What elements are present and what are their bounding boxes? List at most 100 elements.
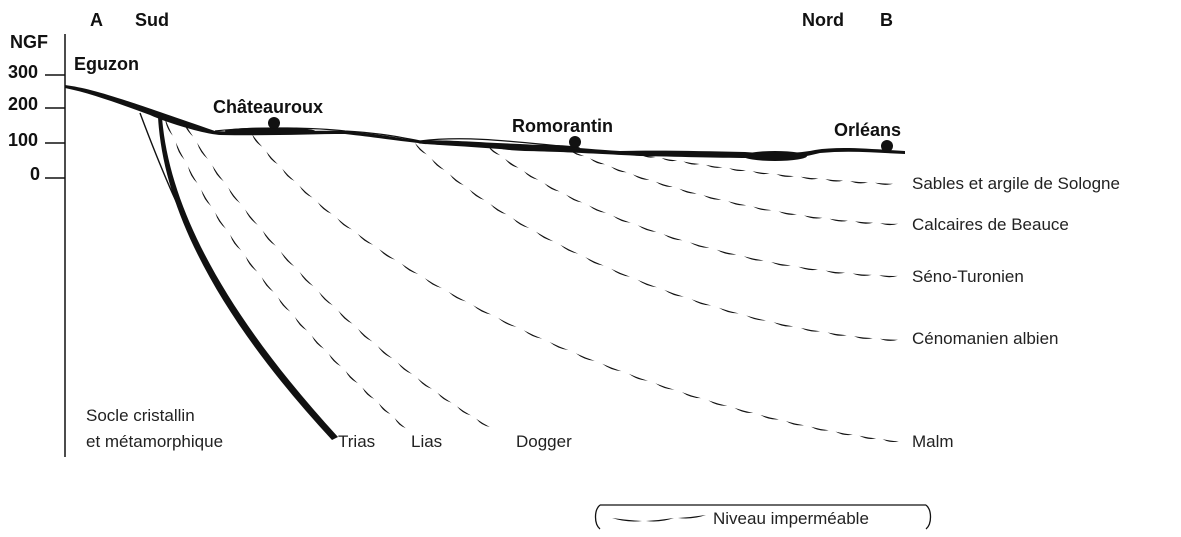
cenomanien-layer-dash xyxy=(773,322,794,327)
lias-layer-dash xyxy=(245,256,258,272)
seno-turonien-layer-dash xyxy=(612,215,631,223)
lias-layer-dash xyxy=(362,387,375,399)
cenomanien-layer-dash xyxy=(469,189,485,200)
malm-layer-dash xyxy=(337,218,352,230)
layer-label-beauce: Calcaires de Beauce xyxy=(912,215,1069,234)
surface-lens xyxy=(225,127,315,135)
cenomanien-layer-dash xyxy=(431,158,445,171)
axis-title: NGF xyxy=(10,32,48,52)
seno-turonien-layer-dash xyxy=(689,242,710,248)
seno-turonien-layer-dash xyxy=(771,262,791,266)
lias-layer-dash xyxy=(215,212,226,229)
seno-turonien-layer-dash xyxy=(852,273,872,276)
malm-layer-dash xyxy=(602,363,622,372)
cenomanien-layer-dash xyxy=(611,268,631,277)
malm-layer-dash xyxy=(708,400,728,406)
cenomanien-layer-dash xyxy=(879,338,898,341)
label-north: Nord xyxy=(802,10,844,30)
city-marker-chateauroux xyxy=(268,117,280,129)
surface-lens xyxy=(500,144,580,152)
seno-turonien-layer-dash xyxy=(566,194,583,203)
dogger-layer-dash xyxy=(280,251,295,267)
layer-label-socle-line2: et métamorphique xyxy=(86,432,223,451)
dogger-layer-dash xyxy=(338,310,353,324)
cenomanien-layer-dash xyxy=(637,279,657,288)
surface-lens xyxy=(743,151,807,161)
beauce-layer-dash xyxy=(753,206,772,211)
city-label-romorantin: Romorantin xyxy=(512,116,613,136)
seno-turonien-layer-dash xyxy=(637,225,657,232)
beauce-layer-dash xyxy=(829,218,848,222)
cenomanien-layer-dash xyxy=(746,315,766,321)
sologne-layer-dash xyxy=(620,151,635,155)
beauce-layer-dash xyxy=(703,195,722,200)
sologne-layer-dash xyxy=(875,182,893,185)
malm-layer-dash xyxy=(811,426,829,431)
seno-turonien-layer-dash xyxy=(523,171,539,180)
city-label-eguzon: Eguzon xyxy=(74,54,139,74)
layer-label-dogger: Dogger xyxy=(516,432,572,451)
lias-layer-dash xyxy=(294,317,308,331)
malm-layer-dash xyxy=(282,168,295,181)
sologne-layer-dash xyxy=(752,171,770,175)
tick-label-300: 300 xyxy=(8,62,38,82)
lias-layer-dash xyxy=(394,418,406,429)
dogger-layer-dash xyxy=(299,272,314,287)
malm-layer-dash xyxy=(448,291,467,302)
cenomanien-layer-dash xyxy=(664,289,684,297)
lias-layer-dash xyxy=(311,335,325,349)
dogger-layer-dash xyxy=(318,291,333,306)
legend-label: Niveau imperméable xyxy=(713,509,869,528)
malm-layer-dash xyxy=(655,383,675,390)
layer-label-socle-line1: Socle cristallin xyxy=(86,406,195,425)
malm-layer-dash xyxy=(424,278,442,289)
dogger-layer-dash xyxy=(476,418,490,427)
sologne-layer-dash xyxy=(683,161,700,165)
dogger-layer-dash xyxy=(228,187,241,204)
layer-label-malm: Malm xyxy=(912,432,954,451)
cenomanien-layer-dash xyxy=(536,231,554,242)
cenomanien-layer-dash xyxy=(585,257,604,266)
surface-lens-upper xyxy=(419,138,561,147)
sologne-layer-dash xyxy=(776,174,794,177)
dogger-layer-dash xyxy=(377,346,393,359)
legend: Niveau imperméable xyxy=(594,504,932,530)
malm-layer-dash xyxy=(681,392,701,399)
cenomanien-layer-dash xyxy=(827,332,847,336)
trias-base-boundary-thick xyxy=(158,117,338,440)
dogger-layer-dash xyxy=(457,406,471,416)
malm-layer-dash xyxy=(401,263,419,275)
sologne-layer-dash xyxy=(800,176,819,180)
beauce-layer-dash xyxy=(610,166,627,173)
surface-profile xyxy=(65,85,905,160)
sologne-layer-dash xyxy=(850,181,868,184)
cenomanien-layer-dash xyxy=(800,327,821,332)
lias-layer-dash xyxy=(230,234,242,251)
legend-bracket-left xyxy=(594,504,601,530)
beauce-layer-dash xyxy=(589,158,605,165)
sologne-layer-dash xyxy=(661,158,678,162)
beauce-layer-dash xyxy=(855,221,874,224)
dogger-layer-dash xyxy=(197,142,208,160)
lias-layer-dash xyxy=(188,166,198,184)
seno-turonien-layer-dash xyxy=(588,205,607,213)
malm-layer-dash xyxy=(266,151,278,165)
lias-layer-dash xyxy=(328,353,341,367)
layer-label-seno-turonien: Séno-Turonien xyxy=(912,267,1024,286)
cenomanien-layer-dash xyxy=(490,204,507,215)
city-label-orleans: Orléans xyxy=(834,120,901,140)
sologne-layer-dash xyxy=(705,164,723,168)
dogger-layer-dash xyxy=(397,362,413,375)
label-b: B xyxy=(880,10,893,30)
beauce-layer-dash xyxy=(632,174,650,180)
dogger-layer-dash xyxy=(212,165,224,182)
seno-turonien-layer-dash xyxy=(743,256,764,261)
malm-layer-dash xyxy=(317,202,332,214)
malm-layer-dash xyxy=(628,373,648,381)
seno-turonien-layer-dash xyxy=(798,266,818,271)
dogger-layer-dash xyxy=(437,392,452,403)
malm-layer-dash xyxy=(734,407,754,414)
seno-turonien-layer-dash xyxy=(544,183,560,192)
seno-turonien-layer-dash xyxy=(663,234,683,241)
